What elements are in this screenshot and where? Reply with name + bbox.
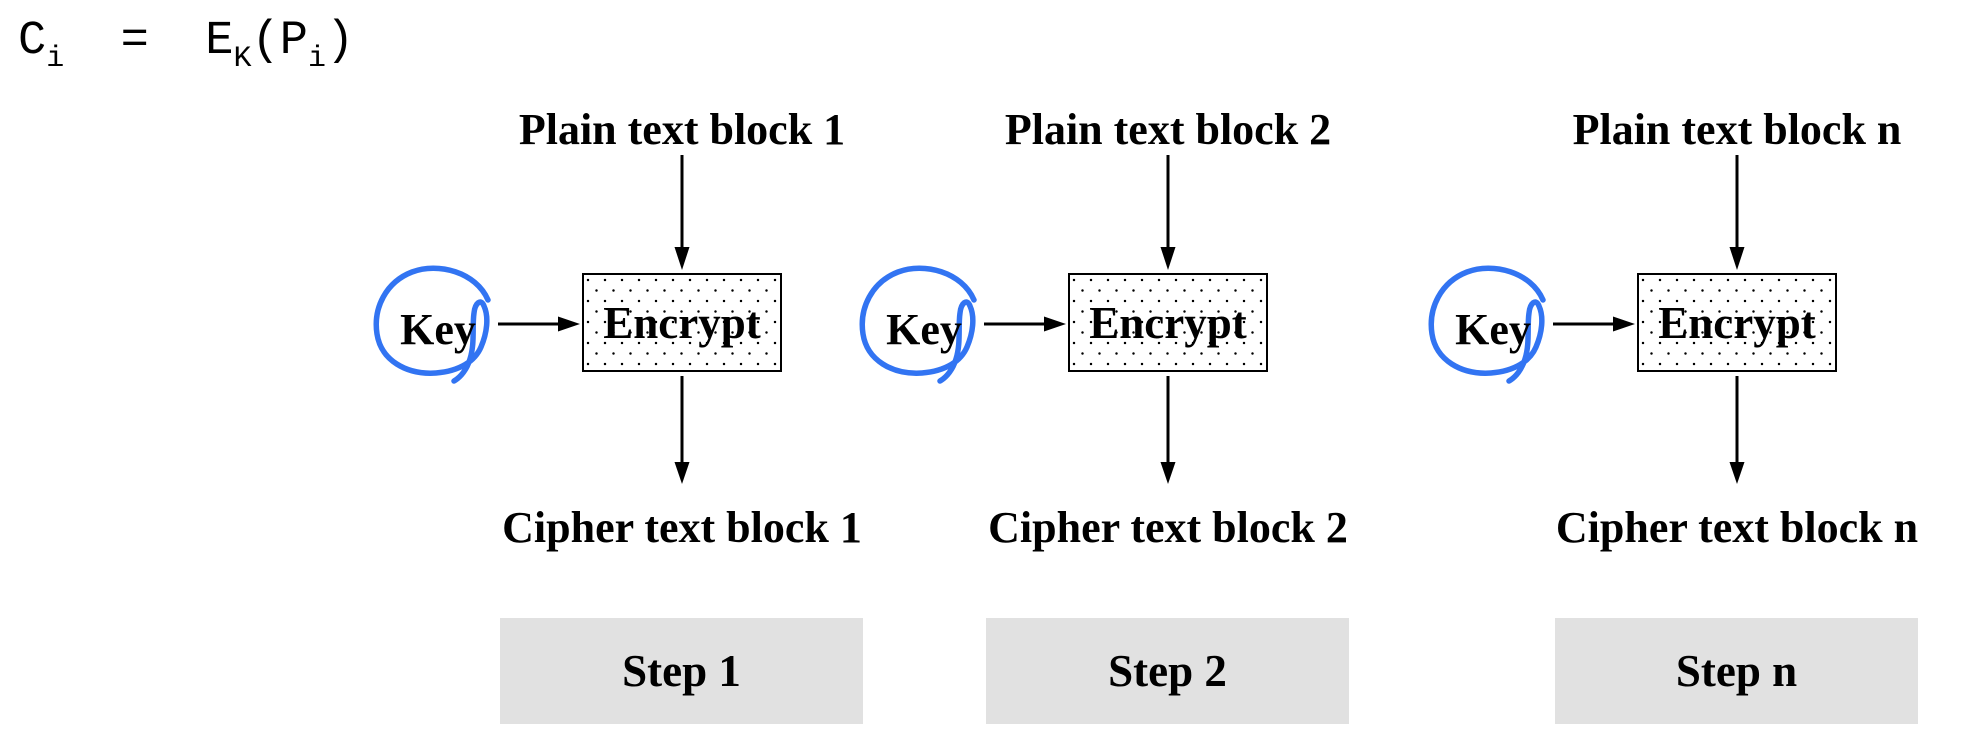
formula: Ci = EK(Pi) [18,10,354,155]
formula-lhs: C [18,15,47,68]
plain-text-label: Plain text block n [1572,105,1902,154]
plain-text-label: Plain text block 2 [1004,105,1332,154]
cipher-text-label: Cipher text block 2 [988,503,1348,552]
key-circle-annotation [373,265,491,384]
plain-text-label: Plain text block 1 [518,105,846,154]
key-circle-annotation [1428,265,1546,384]
cipher-text-label: Cipher text block n [1555,503,1919,552]
formula-equals: = [64,15,206,68]
down-arrow-icon [1729,155,1745,270]
encrypt-label: Encrypt [603,297,761,348]
down-arrow-icon [1729,376,1745,484]
key-label: Key [1455,305,1531,354]
encrypt-box: Encrypt [1068,273,1268,372]
formula-arg: P [279,15,308,68]
step-box: Step 1 [500,618,863,724]
down-arrow-icon [1160,376,1176,484]
encrypt-label: Encrypt [1658,297,1816,348]
right-arrow-icon [984,316,1066,332]
step-box: Step 2 [986,618,1349,724]
encrypt-box: Encrypt [582,273,782,372]
formula-lhs-subscript: i [46,42,65,76]
formula-open-paren: ( [251,15,280,68]
cipher-text-label: Cipher text block 1 [502,503,862,552]
key-label: Key [400,305,476,354]
step-label: Step n [1675,646,1798,696]
down-arrow-icon [674,376,690,484]
down-arrow-icon [674,155,690,270]
formula-close-paren: ) [325,15,355,68]
step-label: Step 2 [1108,646,1227,696]
down-arrow-icon [1160,155,1176,270]
right-arrow-icon [498,316,580,332]
formula-arg-subscript: i [307,42,326,76]
right-arrow-icon [1553,316,1635,332]
step-label: Step 1 [622,646,741,696]
formula-rhs: E [205,15,234,68]
step-box: Step n [1555,618,1918,724]
encrypt-label: Encrypt [1089,297,1247,348]
formula-rhs-subscript: K [233,42,252,76]
encrypt-box: Encrypt [1637,273,1837,372]
key-label: Key [886,305,962,354]
key-circle-annotation [859,265,977,384]
